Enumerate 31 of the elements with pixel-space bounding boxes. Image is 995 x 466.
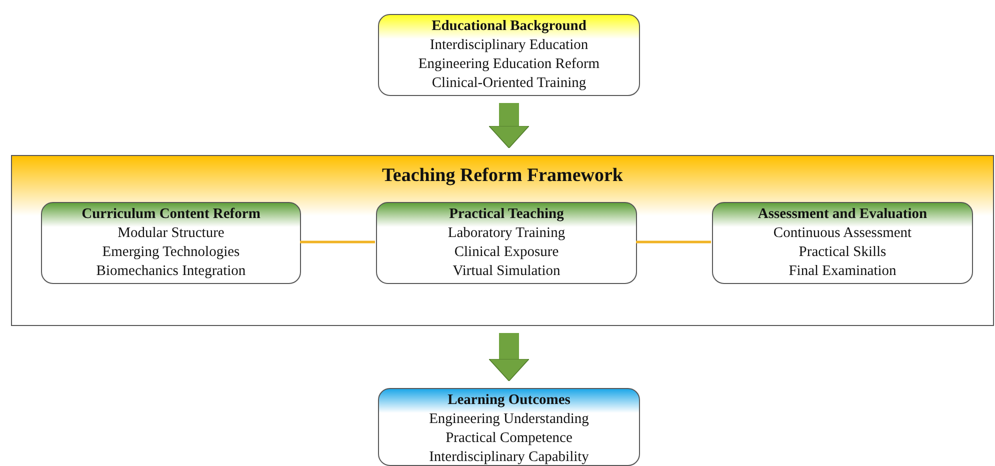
list-item: Interdisciplinary Capability (428, 448, 590, 466)
connector-line (636, 240, 711, 244)
process-box (378, 14, 640, 96)
process-box (378, 388, 640, 466)
block-arrow (488, 333, 530, 382)
box-heading: Learning Outcomes (446, 391, 572, 410)
connector-line (300, 240, 375, 244)
list-item: Clinical-Oriented Training (430, 74, 588, 93)
list-item: Interdisciplinary Education (428, 36, 590, 55)
process-box (712, 202, 973, 284)
list-item: Biomechanics Integration (95, 262, 247, 281)
box-heading: Assessment and Evaluation (756, 205, 928, 224)
list-item: Final Examination (788, 262, 898, 281)
box-heading: Teaching Reform Framework (381, 164, 624, 188)
list-item: Virtual Simulation (452, 262, 562, 281)
box-heading: Practical Teaching (448, 205, 565, 224)
list-item: Engineering Understanding (428, 410, 590, 429)
list-item: Engineering Education Reform (417, 55, 601, 74)
list-item: Modular Structure (116, 224, 226, 243)
list-item: Clinical Exposure (453, 243, 560, 262)
process-box (41, 202, 301, 284)
list-item: Practical Skills (798, 243, 888, 262)
block-arrow (488, 103, 530, 148)
process-box (376, 202, 637, 284)
box-heading: Educational Background (430, 17, 588, 36)
framework-panel (11, 155, 994, 326)
list-item: Emerging Technologies (101, 243, 241, 262)
list-item: Laboratory Training (446, 224, 566, 243)
box-heading: Curriculum Content Reform (80, 205, 262, 224)
list-item: Continuous Assessment (772, 224, 913, 243)
list-item: Practical Competence (444, 429, 574, 448)
